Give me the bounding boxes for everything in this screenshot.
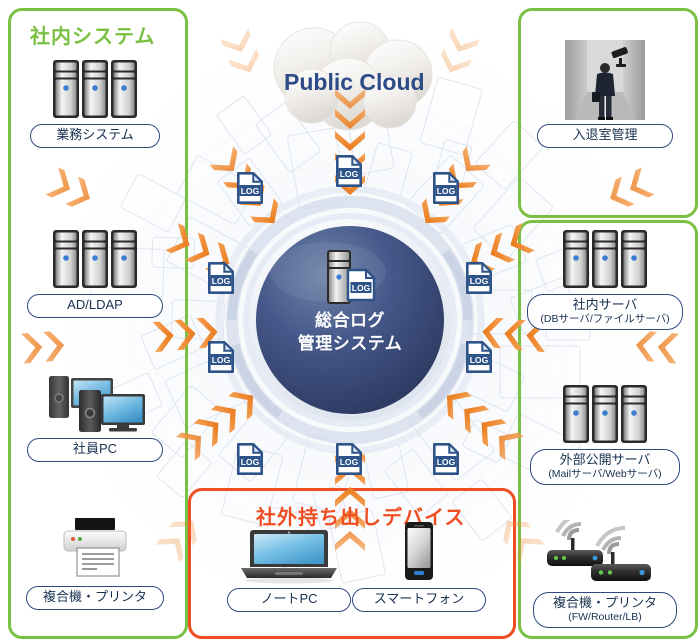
label-line-2: (FW/Router/LB) bbox=[568, 610, 642, 623]
log-badge: LOG bbox=[336, 155, 362, 187]
log-badge: LOG bbox=[466, 262, 492, 294]
printer-icon bbox=[49, 518, 141, 582]
node-label-printer: 複合機・プリンタ bbox=[26, 586, 164, 610]
servers-icon bbox=[559, 383, 651, 445]
node-label-public-server: 外部公開サーバ (Mailサーバ/Webサーバ) bbox=[530, 449, 680, 485]
hub-title: 総合ログ 管理システム bbox=[250, 310, 450, 356]
servers-icon bbox=[49, 228, 141, 290]
svg-text:LOG: LOG bbox=[352, 283, 371, 293]
node-label-notebook-pc: ノートPC bbox=[227, 588, 351, 612]
label-line-1: 業務システム bbox=[56, 127, 134, 142]
node-access-control[interactable]: 入退室管理 bbox=[530, 40, 680, 148]
label-line-1: スマートフォン bbox=[373, 591, 465, 606]
hub-title-line2: 管理システム bbox=[297, 333, 403, 353]
node-label-business-system: 業務システム bbox=[30, 124, 160, 148]
svg-text:LOG: LOG bbox=[241, 457, 260, 467]
svg-text:LOG: LOG bbox=[437, 186, 456, 196]
laptop-icon bbox=[239, 528, 339, 584]
desktop-pc-icon bbox=[43, 372, 147, 434]
node-network-devices[interactable]: 複合機・プリンタ (FW/Router/LB) bbox=[530, 520, 680, 628]
group-box-internal-systems bbox=[8, 8, 188, 639]
entry-exit-photo-icon bbox=[565, 40, 645, 120]
node-notebook-pc[interactable]: ノートPC bbox=[215, 528, 363, 612]
log-badge: LOG bbox=[208, 262, 234, 294]
log-badge: LOG bbox=[336, 443, 362, 475]
svg-text:LOG: LOG bbox=[340, 457, 359, 467]
servers-icon bbox=[49, 58, 141, 120]
label-line-2: (Mailサーバ/Webサーバ) bbox=[548, 467, 662, 480]
svg-text:LOG: LOG bbox=[212, 276, 231, 286]
hub-title-line1: 総合ログ bbox=[315, 311, 385, 330]
label-line-1: 複合機・プリンタ bbox=[552, 595, 657, 610]
node-printer[interactable]: 複合機・プリンタ bbox=[20, 518, 170, 610]
group-box-top-right bbox=[518, 8, 698, 218]
log-badge: LOG bbox=[208, 341, 234, 373]
log-badge: LOG bbox=[433, 172, 459, 204]
router-icon bbox=[545, 520, 665, 588]
node-business-system[interactable]: 業務システム bbox=[20, 58, 170, 148]
node-label-access-control: 入退室管理 bbox=[537, 124, 673, 148]
log-badge: LOG bbox=[466, 341, 492, 373]
central-hub-circle bbox=[249, 219, 451, 421]
node-label-smartphone: スマートフォン bbox=[352, 588, 486, 612]
label-line-1: 社内サーバ bbox=[572, 297, 638, 312]
node-label-employee-pc: 社員PC bbox=[27, 438, 163, 462]
group-box-right bbox=[518, 220, 698, 639]
node-label-ad-ldap: AD/LDAP bbox=[27, 294, 163, 318]
node-internal-server[interactable]: 社内サーバ (DBサーバ/ファイルサーバ) bbox=[527, 228, 683, 330]
node-label-internal-server: 社内サーバ (DBサーバ/ファイルサーバ) bbox=[527, 294, 683, 330]
label-line-1: ノートPC bbox=[260, 591, 318, 606]
public-cloud-label: Public Cloud bbox=[284, 69, 425, 95]
hub-server-log-icon: LOG bbox=[327, 250, 377, 304]
label-line-1: AD/LDAP bbox=[67, 297, 123, 312]
node-ad-ldap[interactable]: AD/LDAP bbox=[20, 228, 170, 318]
label-line-1: 外部公開サーバ bbox=[559, 452, 651, 467]
label-line-2: (DBサーバ/ファイルサーバ) bbox=[540, 312, 670, 325]
node-label-network-devices: 複合機・プリンタ (FW/Router/LB) bbox=[533, 592, 677, 628]
svg-text:LOG: LOG bbox=[470, 355, 489, 365]
svg-text:LOG: LOG bbox=[470, 276, 489, 286]
node-smartphone[interactable]: スマートフォン bbox=[345, 522, 493, 612]
node-employee-pc[interactable]: 社員PC bbox=[20, 372, 170, 462]
svg-text:LOG: LOG bbox=[212, 355, 231, 365]
log-badge: LOG bbox=[433, 443, 459, 475]
smartphone-icon bbox=[396, 522, 442, 584]
node-public-server[interactable]: 外部公開サーバ (Mailサーバ/Webサーバ) bbox=[530, 383, 680, 485]
label-line-1: 入退室管理 bbox=[572, 127, 638, 142]
group-title-internal-systems: 社内システム bbox=[30, 26, 156, 48]
log-badge: LOG bbox=[237, 443, 263, 475]
log-badge: LOG bbox=[237, 172, 263, 204]
label-line-1: 複合機・プリンタ bbox=[42, 589, 147, 604]
svg-text:LOG: LOG bbox=[241, 186, 260, 196]
svg-text:LOG: LOG bbox=[340, 169, 359, 179]
label-line-1: 社員PC bbox=[72, 441, 118, 456]
svg-text:LOG: LOG bbox=[437, 457, 456, 467]
servers-icon bbox=[559, 228, 651, 290]
public-cloud-shape bbox=[273, 22, 433, 131]
